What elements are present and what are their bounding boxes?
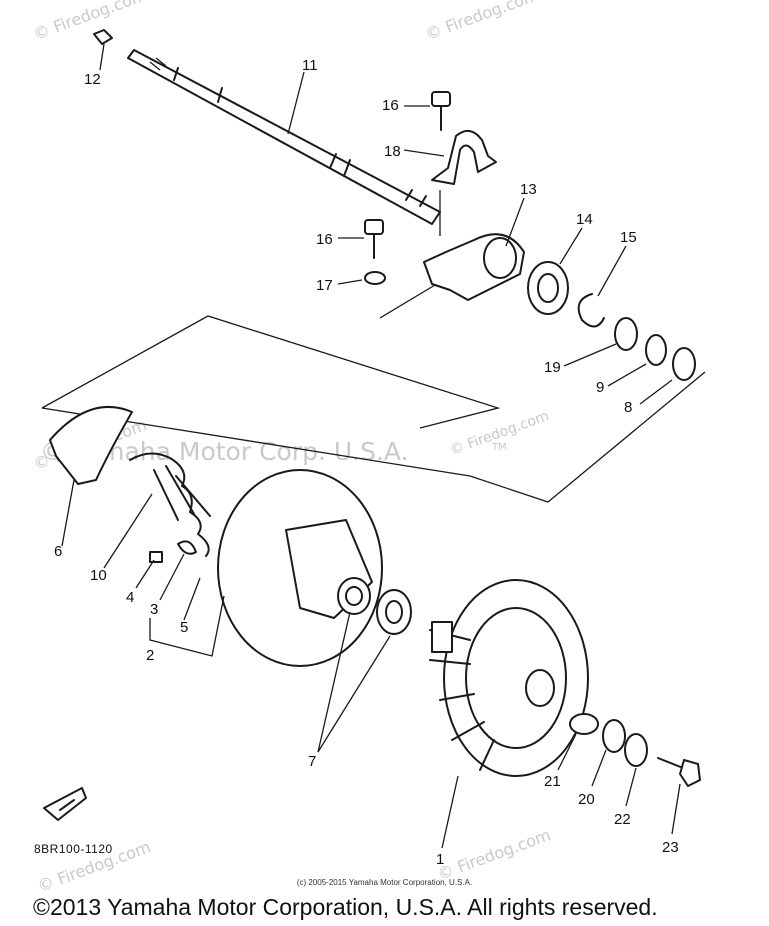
watermark-bottom-right: © Firedog.com [435,825,553,884]
part-number-17: 17 [316,277,333,294]
part-number-9: 9 [596,379,604,396]
part-19-washer [614,317,638,351]
watermark-tm: TM [491,442,507,453]
part-23-bolt [657,757,701,787]
forward-arrow-icon [43,787,87,821]
part-number-19: 19 [544,359,561,376]
part-number-6: 6 [54,543,62,560]
part-7-sheave [217,469,383,667]
part-13-bearing-housing [423,233,525,301]
part-number-13: 13 [520,181,537,198]
small-copyright: (c) 2005-2015 Yamaha Motor Corporation, … [296,878,473,887]
watermark-top-right: © Firedog.com [423,0,541,44]
watermark-top-left: © Firedog.com [31,0,149,44]
part-number-23: 23 [662,839,679,856]
part-number-1: 1 [436,851,444,868]
part-10-spring [129,452,211,557]
part-20-washer [602,719,626,753]
part-number-5: 5 [180,619,188,636]
part-number-3: 3 [150,601,158,618]
part-18-strap [431,129,497,236]
part-number-labels: 12 11 16 18 13 14 15 16 17 19 9 8 6 10 4… [54,57,679,868]
part-11-shaft [127,49,441,225]
part-4-screw [149,551,163,563]
leader-lines [61,43,681,849]
part-number-16-upper: 16 [382,97,399,114]
part-6-guide [49,405,133,485]
part-14-bearing [527,261,569,315]
part-number-11: 11 [302,57,318,74]
assembly-outline-top [41,315,501,429]
part-number-20: 20 [578,791,595,808]
part-3-weight [177,540,197,555]
part-number-7: 7 [308,753,316,770]
part-21-collar [569,713,599,735]
part-7-spacer [376,589,412,635]
part-number-18: 18 [384,143,401,160]
part-number-8: 8 [624,399,632,416]
diagram-code: 8BR100-1120 [34,842,113,856]
part-1-fixed-sheave [429,579,589,777]
part-number-21: 21 [544,773,561,790]
part-number-22: 22 [614,811,631,828]
part-15-circlip [577,293,605,328]
part-16-bolt-lower [364,219,384,259]
part-22-washer [624,733,648,767]
part-number-14: 14 [576,211,593,228]
part-12-cap [93,29,113,45]
part-number-16-lower: 16 [316,231,333,248]
copyright-notice: ©2013 Yamaha Motor Corporation, U.S.A. A… [33,894,658,920]
part-number-2: 2 [146,647,154,664]
leader-bearing [379,281,441,319]
part-number-4: 4 [126,589,134,606]
part-number-10: 10 [90,567,107,584]
part-number-12: 12 [84,71,101,88]
part-number-15: 15 [620,229,637,246]
part-16-bolt-upper [431,91,451,131]
part-17-washer [364,271,386,285]
assembly-outline-right [469,371,706,503]
part-8-washer [672,347,696,381]
part-9-washer [645,334,667,366]
